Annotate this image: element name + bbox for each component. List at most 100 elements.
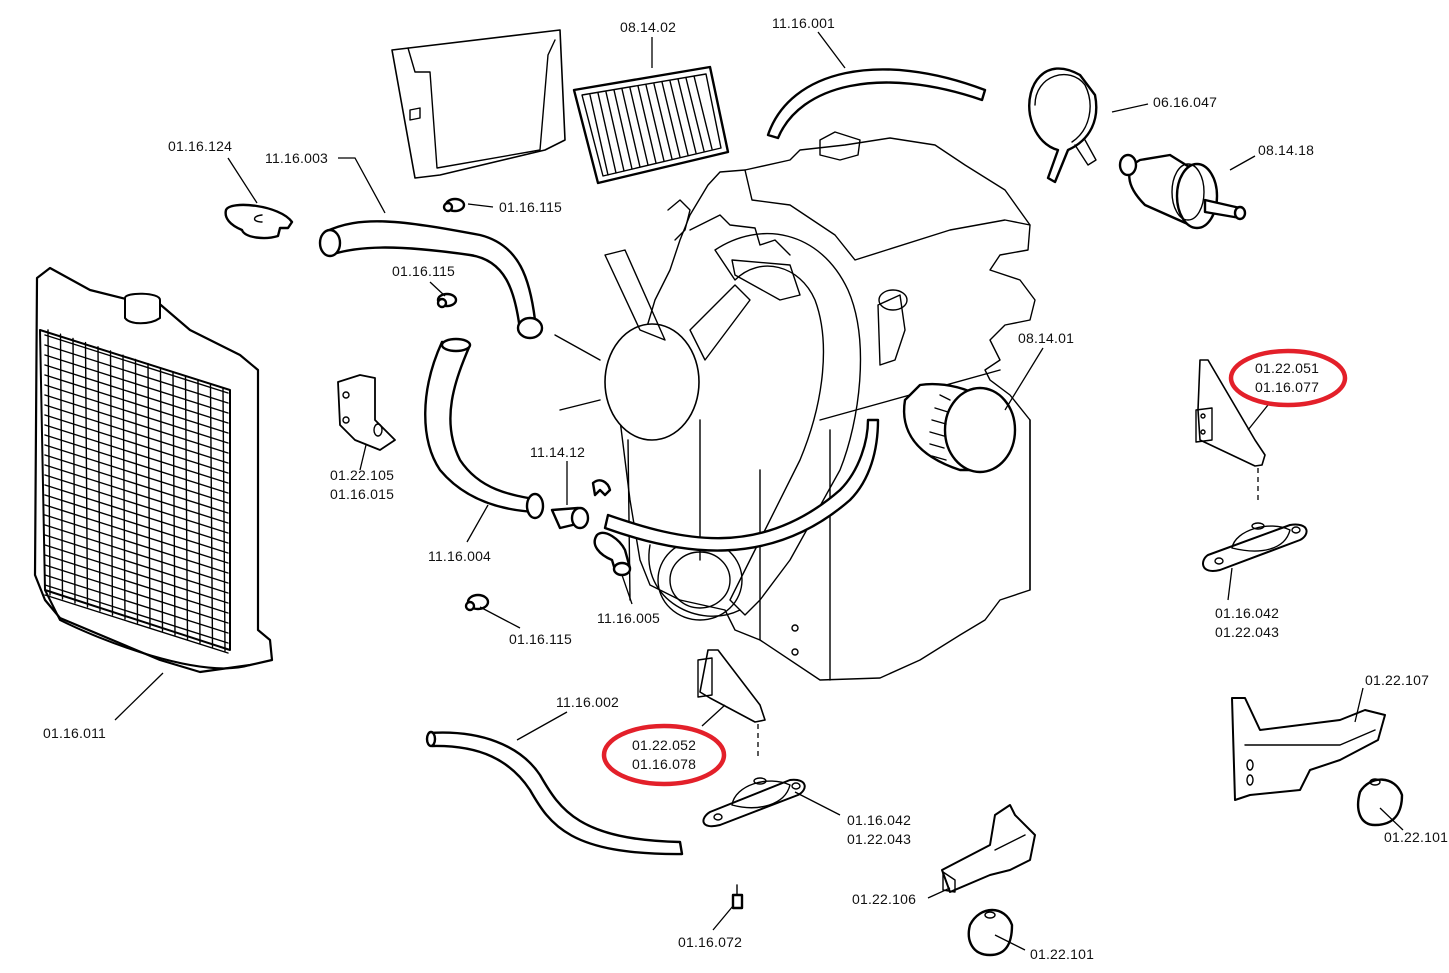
part-code: 11.16.004 [428, 548, 492, 564]
label-11-16-002: 11.16.002 [556, 693, 619, 712]
radiator-fin-col [47, 329, 51, 596]
radiator-fin-row [44, 454, 229, 514]
hose-11-16-002 [425, 730, 684, 856]
rubber-mount-left [702, 777, 806, 828]
part-code: 01.22.051 [1255, 360, 1320, 376]
label-01-16-124: 01.16.124 [168, 137, 232, 156]
engine-mount-bracket-lower [941, 804, 1036, 893]
part-code: 01.22.043 [1215, 624, 1280, 640]
silent-block-bottom [967, 908, 1014, 957]
radiator-fin-row [44, 344, 229, 404]
part-code: 11.14.12 [530, 444, 586, 460]
radiator-fin-row [44, 484, 229, 544]
label-11-16-001: 11.16.001 [772, 14, 835, 33]
bypass-hose [603, 418, 880, 552]
highlight-ellipse-01-22-052 [601, 723, 727, 787]
part-code: 01.16.042 [1215, 605, 1280, 621]
radiator [33, 266, 274, 674]
radiator-fin-row [44, 514, 229, 574]
hose-clip-3 [464, 593, 490, 612]
radiator-fin-col [222, 388, 226, 652]
hose-elbow [593, 531, 632, 577]
silent-block-right [1356, 778, 1404, 827]
label-11-16-003: 11.16.003 [265, 149, 328, 168]
part-code: 01.22.105 [330, 467, 395, 483]
label-11-16-004: 11.16.004 [428, 547, 491, 566]
hose-connector [550, 479, 612, 530]
radiator-fin-row [44, 474, 229, 534]
label-08-14-01: 08.14.01 [1018, 329, 1074, 348]
label-01-16-115-c: 01.16.115 [509, 630, 572, 649]
upper-radiator-hose [318, 220, 544, 340]
part-code: 01.16.015 [330, 486, 395, 502]
rear-mount-bracket [1231, 697, 1386, 801]
label-01-22-101-a: 01.22.101 [1384, 828, 1448, 847]
part-code: 11.16.002 [556, 694, 620, 710]
hose-clip-2 [436, 292, 458, 309]
highlight-ellipse-01-22-051 [1228, 348, 1348, 408]
radiator-fin-col [84, 341, 89, 608]
label-01-22-101-b: 01.22.101 [1030, 945, 1094, 964]
radiator-fin-col [59, 333, 64, 600]
label-01-22-051: 01.22.051 01.16.077 [1255, 359, 1319, 397]
radiator-fin-row [44, 494, 229, 554]
air-filter-element [572, 65, 730, 185]
fuel-filter [1118, 153, 1247, 230]
radiator-fin-row [44, 354, 229, 414]
label-11-16-005: 11.16.005 [597, 609, 660, 628]
radiator-fin-row [44, 444, 229, 504]
radiator-fin-row [44, 464, 229, 524]
label-08-14-18: 08.14.18 [1258, 141, 1314, 160]
radiator-fin-row [44, 524, 229, 584]
part-code: 01.16.078 [632, 756, 697, 772]
radiator-bracket [337, 374, 396, 451]
part-code: 01.16.124 [168, 138, 233, 154]
part-code: 01.22.101 [1384, 829, 1449, 845]
label-01-16-011: 01.16.011 [43, 724, 106, 743]
part-code: 01.22.052 [632, 737, 697, 753]
part-code: 01.22.043 [847, 831, 912, 847]
radiator-cap [224, 203, 294, 240]
part-code: 01.16.115 [509, 631, 573, 647]
label-08-14-02: 08.14.02 [620, 18, 676, 37]
hose-11-16-001 [766, 68, 987, 140]
part-code: 08.14.02 [620, 19, 677, 35]
radiator-fin-row [44, 504, 229, 564]
part-code: 11.16.005 [597, 610, 661, 626]
radiator-fin-row [44, 404, 229, 464]
part-code: 06.16.047 [1153, 94, 1218, 110]
part-code: 11.16.001 [772, 15, 836, 31]
rubber-mount-right [1202, 522, 1308, 572]
part-code: 01.16.115 [499, 199, 563, 215]
part-code: 01.16.011 [43, 725, 107, 741]
label-01-16-115-a: 01.16.115 [499, 198, 562, 217]
radiator-fin-row [44, 594, 229, 654]
label-11-14-12: 11.14.12 [530, 443, 585, 462]
part-code: 01.22.101 [1030, 946, 1095, 962]
radiator-fin-row [44, 334, 229, 394]
part-code: 08.14.01 [1018, 330, 1075, 346]
radiator-fin-col [209, 383, 214, 648]
radiator-fin-row [44, 554, 229, 614]
engine-mount-bracket-left [697, 649, 766, 760]
label-01-22-106: 01.22.106 [852, 890, 916, 909]
radiator-fin-row [44, 564, 229, 624]
leader-lines [114, 31, 1404, 951]
radiator-fin-row [44, 424, 229, 484]
part-code: 01.16.115 [392, 263, 456, 279]
oil-filter [902, 382, 1017, 474]
part-code: 01.16.042 [847, 812, 912, 828]
radiator-fin-row [44, 534, 229, 594]
radiator-fin-row [44, 584, 229, 644]
radiator-fin-col [97, 346, 101, 612]
radiator-fin-row [44, 394, 229, 454]
label-01-16-042-b: 01.16.042 01.22.043 [847, 811, 911, 849]
radiator-fin-col [109, 350, 114, 616]
label-01-22-107: 01.22.107 [1365, 671, 1429, 690]
label-01-22-105: 01.22.105 01.16.015 [330, 466, 394, 504]
stud [731, 884, 744, 910]
radiator-fin-row [44, 364, 229, 424]
hose-clip-1 [442, 197, 466, 213]
